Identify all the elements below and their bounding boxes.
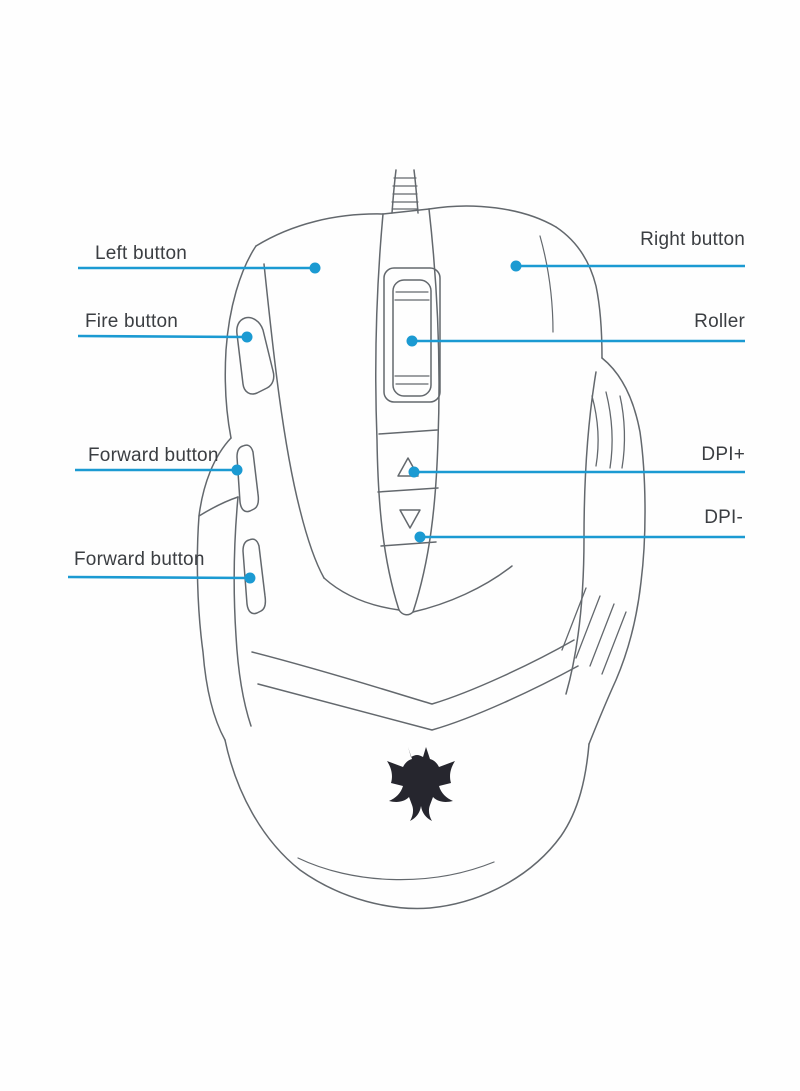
- scroll-wheel: [383, 267, 441, 403]
- leader-line-fire-button: [77, 334, 248, 339]
- anchor-dot-dpi-plus: [408, 466, 420, 478]
- palm-band: [251, 639, 579, 731]
- label-fire-button: Fire button: [85, 311, 179, 332]
- label-roller: Roller: [694, 311, 745, 332]
- mouse-line-art: [196, 169, 646, 910]
- leader-lines: [67, 260, 745, 584]
- anchor-dot-right-button: [510, 260, 522, 272]
- cable: [391, 169, 419, 214]
- left-button-surface: [224, 213, 400, 611]
- label-left-button: Left button: [95, 243, 187, 264]
- forward-button-2-shape: [242, 538, 267, 615]
- anchor-dot-forward-button-2: [244, 572, 256, 584]
- anchor-dot-left-button: [309, 262, 321, 274]
- palm-rest: [224, 739, 590, 910]
- label-forward-button-2: Forward button: [74, 549, 205, 570]
- bat-logo-icon: [387, 747, 455, 821]
- fire-button-shape: [236, 316, 275, 395]
- label-forward-button-1: Forward button: [88, 445, 219, 466]
- forward-button-1-shape: [236, 444, 260, 513]
- label-dpi-minus: DPI-: [704, 507, 743, 528]
- anchor-dot-forward-button-1: [231, 464, 243, 476]
- dpi-down-button: [399, 509, 421, 529]
- right-side-panel: [565, 357, 646, 745]
- anchor-dot-dpi-minus: [414, 531, 426, 543]
- right-button-surface: [412, 205, 603, 613]
- label-right-button: Right button: [640, 229, 745, 250]
- triangle-down-icon: [399, 509, 421, 529]
- leader-line-forward-button-2: [67, 575, 251, 580]
- left-side-panel: [196, 437, 252, 741]
- label-dpi-plus: DPI+: [701, 444, 745, 465]
- anchor-dot-fire-button: [241, 331, 253, 343]
- center-strip: [375, 208, 440, 616]
- vent-lines-lower: [561, 587, 627, 675]
- anchor-dot-roller: [406, 335, 418, 347]
- vent-lines-upper: [591, 391, 626, 469]
